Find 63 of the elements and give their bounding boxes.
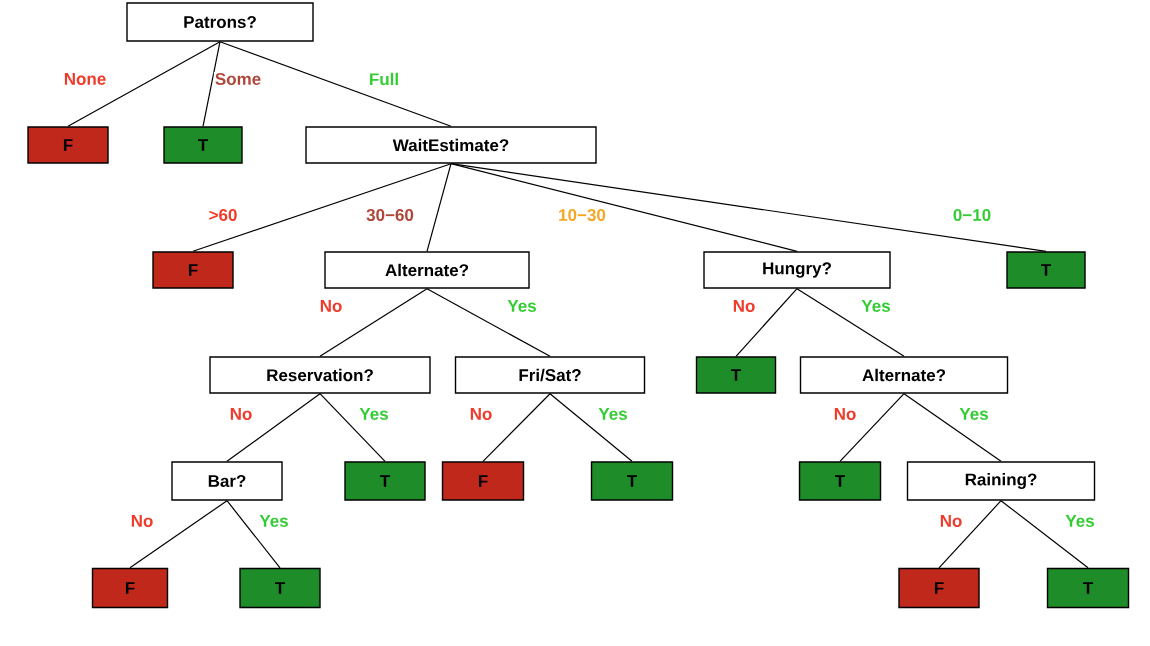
leaf-box: T — [695, 356, 777, 394]
leaf-box: F — [152, 251, 234, 289]
edge-label: Yes — [506, 299, 538, 313]
branch-line — [450, 163, 1047, 252]
branch-line — [1000, 500, 1089, 569]
edge-label: None — [62, 72, 108, 86]
branch-line — [839, 393, 905, 462]
branch-line — [549, 393, 633, 462]
leaf-box: T — [798, 461, 882, 501]
question-box: Hungry? — [703, 251, 891, 289]
branch-line — [226, 500, 281, 569]
edge-label: Yes — [958, 407, 990, 421]
leaf-box: T — [163, 126, 243, 164]
branch-line — [426, 288, 551, 357]
leaf-box: T — [1006, 251, 1086, 289]
leaf-box: F — [91, 567, 169, 609]
leaf-box: T — [344, 461, 426, 501]
branch-line — [67, 41, 221, 127]
branch-line — [938, 500, 1002, 569]
edge-label: Yes — [860, 299, 892, 313]
branch-line — [219, 41, 452, 127]
edge-label: No — [129, 514, 155, 528]
branch-line — [426, 163, 452, 252]
branch-line — [202, 41, 221, 127]
edge-label: Some — [213, 72, 263, 86]
edge-label: 0−10 — [951, 208, 993, 222]
question-box: Patrons? — [126, 2, 314, 42]
branch-line — [735, 288, 798, 357]
branch-line — [226, 393, 321, 462]
edge-label: No — [832, 407, 858, 421]
edge-label: No — [228, 407, 254, 421]
leaf-box: F — [898, 567, 980, 609]
edge-label: >60 — [207, 208, 239, 222]
edge-label: Yes — [358, 407, 390, 421]
branch-line — [482, 393, 551, 462]
edge-label: No — [468, 407, 494, 421]
edge-label: Yes — [597, 407, 629, 421]
branch-line — [796, 288, 905, 357]
edge-label: 10−30 — [557, 208, 607, 223]
leaf-box: T — [239, 567, 321, 609]
edge-label: Full — [367, 71, 401, 87]
leaf-box: F — [441, 461, 525, 501]
branch-line — [129, 500, 228, 569]
leaf-box: F — [27, 126, 109, 164]
edge-label: No — [318, 299, 344, 313]
edge-label: Yes — [258, 514, 290, 528]
question-box: Alternate? — [324, 251, 530, 289]
question-box: Bar? — [171, 461, 283, 501]
leaf-box: T — [590, 461, 674, 501]
question-box: Alternate? — [799, 356, 1009, 394]
edge-label: No — [938, 514, 964, 528]
leaf-box: T — [1046, 567, 1130, 609]
question-box: Raining? — [906, 461, 1096, 501]
question-box: WaitEstimate? — [305, 126, 597, 164]
branch-line — [192, 163, 452, 252]
branch-line — [903, 393, 1002, 462]
branch-line — [319, 393, 386, 462]
edge-label: Yes — [1064, 514, 1096, 528]
question-box: Fri/Sat? — [454, 356, 646, 394]
edge-label: 30−60 — [365, 208, 415, 223]
question-box: Reservation? — [209, 356, 431, 394]
branch-line — [319, 288, 428, 357]
edge-label: No — [731, 299, 757, 313]
